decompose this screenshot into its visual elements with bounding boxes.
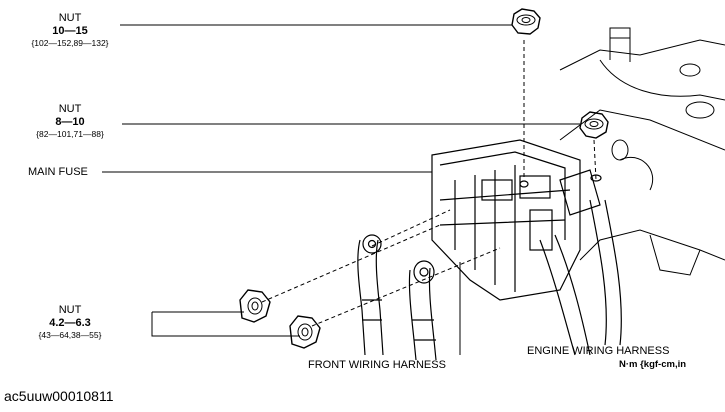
main-fuse-block bbox=[431, 139, 602, 301]
callout-nut-low-torque: 4.2—6.3 bbox=[49, 317, 91, 329]
callout-main-fuse-name: MAIN FUSE bbox=[28, 166, 88, 178]
callout-nut-mid-name: NUT bbox=[58, 103, 82, 115]
callout-nut-mid-torque: 8—10 bbox=[55, 116, 85, 128]
callout-nut-low-name: NUT bbox=[58, 304, 82, 316]
engine-structure bbox=[559, 27, 725, 276]
torque-units-label: N·m {kgf-cm,in bbox=[619, 359, 687, 370]
callout-nut-mid: NUT 8—10 {82—101,71—88} bbox=[18, 103, 122, 140]
callout-nut-mid-alt: {82—101,71—88} bbox=[36, 129, 104, 139]
callout-nut-top-name: NUT bbox=[58, 12, 82, 24]
leader-nut-low bbox=[151, 312, 300, 337]
callout-nut-top: NUT 10—15 {102—152,89—132} bbox=[18, 12, 122, 49]
engine-harness-shape bbox=[539, 169, 622, 356]
engine-wiring-harness-label: ENGINE WIRING HARNESS bbox=[527, 345, 670, 357]
front-harness-shape bbox=[357, 234, 437, 361]
callout-nut-top-torque: 10—15 bbox=[52, 25, 88, 37]
callout-main-fuse: MAIN FUSE bbox=[28, 166, 88, 179]
nut-low-a-shape bbox=[239, 289, 271, 323]
nut-mid-shape bbox=[579, 111, 609, 139]
callout-nut-top-alt: {102—152,89—132} bbox=[31, 38, 109, 48]
callout-nut-low-alt: {43—64,38—55} bbox=[38, 330, 102, 340]
nut-top-shape bbox=[511, 8, 541, 35]
figure-code: ac5uuw00010811 bbox=[4, 388, 114, 404]
callout-nut-low: NUT 4.2—6.3 {43—64,38—55} bbox=[18, 304, 122, 341]
front-wiring-harness-label: FRONT WIRING HARNESS bbox=[308, 359, 446, 371]
nut-low-b-shape bbox=[289, 315, 321, 349]
